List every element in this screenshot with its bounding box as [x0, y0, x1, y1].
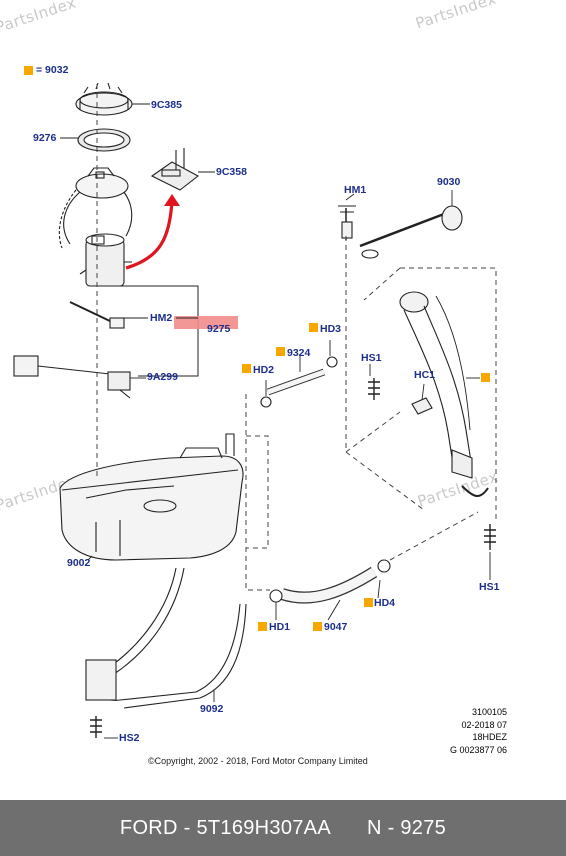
marker-9324: [276, 347, 285, 356]
callout-9275[interactable]: 9275: [207, 323, 231, 335]
callout-hd2[interactable]: HD2: [253, 364, 275, 376]
callout-hm2[interactable]: HM2: [150, 312, 173, 324]
callout-hs1-lower[interactable]: HS1: [479, 581, 500, 593]
reference-code: 3100105 02-2018 07 18HDEZ G 0023877 06: [450, 706, 507, 756]
legend-text: = 9032: [36, 64, 69, 76]
footer-brand-code: FORD - 5T169H307AA: [119, 816, 331, 839]
marker-hd3: [309, 323, 318, 332]
callout-9c358[interactable]: 9C358: [216, 166, 247, 178]
reference-line: 3100105: [471, 707, 507, 717]
callout-hd1[interactable]: HD1: [269, 621, 291, 633]
exploded-parts-drawing: [13, 82, 497, 739]
part-number-footer: FORD - 5T169H307AA N - 9275: [0, 800, 566, 856]
callout-9324[interactable]: 9324: [287, 347, 311, 359]
copyright-notice: ©Copyright, 2002 - 2018, Ford Motor Comp…: [148, 756, 368, 766]
callout-9002[interactable]: 9002: [67, 557, 91, 569]
callout-9092[interactable]: 9092: [200, 703, 224, 715]
reference-line: 18HDEZ: [472, 732, 507, 742]
legend-marker: [24, 66, 33, 75]
footer-part-code: N - 9275: [366, 816, 447, 839]
callout-hd3[interactable]: HD3: [320, 323, 342, 335]
marker-9030: [481, 373, 490, 382]
callout-hs1-upper[interactable]: HS1: [361, 352, 382, 364]
reference-line: 02-2018 07: [461, 719, 507, 730]
callout-hc1[interactable]: HC1: [414, 369, 436, 381]
callout-9c385[interactable]: 9C385: [151, 99, 182, 111]
marker-9047: [313, 622, 322, 631]
callout-9a299[interactable]: 9A299: [147, 371, 178, 383]
callout-9030[interactable]: 9030: [437, 176, 461, 188]
callout-hd4[interactable]: HD4: [374, 597, 396, 609]
marker-hd4: [364, 598, 373, 607]
callout-hm1[interactable]: HM1: [344, 184, 367, 196]
marker-hd1: [258, 622, 267, 631]
callout-hs2[interactable]: HS2: [119, 732, 140, 744]
callout-9276[interactable]: 9276: [33, 132, 57, 144]
reference-line: G 0023877 06: [449, 744, 507, 755]
marker-hd2: [242, 364, 251, 373]
callout-9047[interactable]: 9047: [324, 621, 348, 633]
